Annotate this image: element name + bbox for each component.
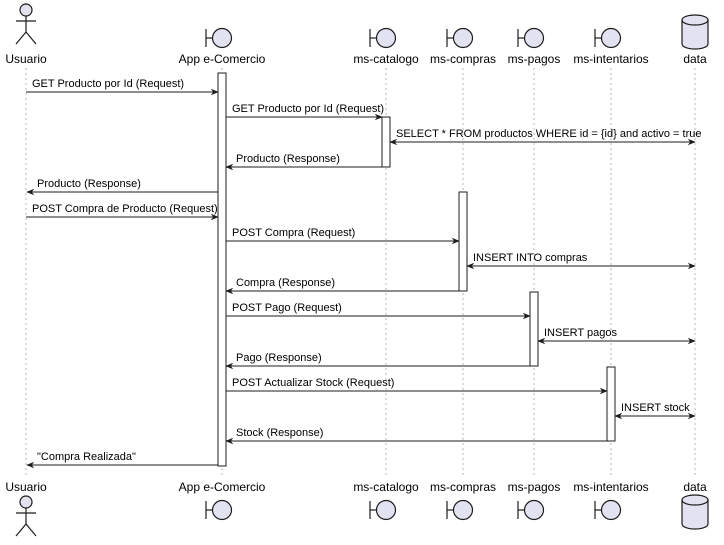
message-14: INSERT stock [614, 402, 696, 420]
message-7: POST Compra (Request) [226, 227, 460, 245]
message-label: Stock (Response) [236, 427, 323, 439]
app-boundary-icon-bottom [205, 499, 233, 521]
message-label: Compra (Response) [236, 277, 335, 289]
participant-label-top-data: data [683, 52, 707, 66]
participant-label-top-app: App e-Comercio [179, 52, 266, 66]
intentarios-boundary-icon-bottom [594, 499, 622, 521]
message-label: Producto (Response) [236, 153, 340, 165]
message-1: GET Producto por Id (Request) [26, 78, 219, 96]
message-5: Producto (Response) [26, 178, 218, 196]
message-label: INSERT INTO compras [473, 252, 588, 264]
message-6: POST Compra de Producto (Request) [26, 203, 219, 221]
participant-label-top-usuario: Usuario [5, 52, 47, 66]
intentarios-boundary-icon-top [594, 27, 622, 49]
data-database-icon-top [681, 14, 709, 50]
message-label: Producto (Response) [37, 178, 141, 190]
message-label: POST Compra de Producto (Request) [32, 203, 218, 215]
message-13: POST Actualizar Stock (Request) [226, 377, 608, 395]
message-label: GET Producto por Id (Request) [32, 78, 184, 90]
activation-bar-pagos [529, 291, 539, 367]
message-10: POST Pago (Request) [226, 302, 531, 320]
message-label: INSERT stock [621, 402, 690, 414]
message-15: Stock (Response) [225, 427, 607, 445]
pagos-boundary-icon-top [517, 27, 545, 49]
compras-boundary-icon-top [446, 27, 474, 49]
message-2: GET Producto por Id (Request) [226, 103, 384, 121]
message-8: INSERT INTO compras [466, 252, 696, 270]
participant-label-bottom-app: App e-Comercio [179, 480, 266, 494]
activation-bar-catalogo [381, 116, 391, 168]
message-11: INSERT pagos [537, 327, 696, 345]
participant-label-bottom-usuario: Usuario [5, 480, 47, 494]
app-boundary-icon-top [205, 27, 233, 49]
message-label: Pago (Response) [236, 352, 322, 364]
message-9: Compra (Response) [225, 277, 459, 295]
participant-label-top-compras: ms-compras [430, 52, 496, 66]
activation-bar-intentarios [606, 366, 616, 442]
message-3: SELECT * FROM productos WHERE id = {id} … [389, 128, 702, 146]
message-label: "Compra Realizada" [37, 451, 136, 463]
message-12: Pago (Response) [225, 352, 530, 370]
usuario-actor-icon-top [15, 3, 37, 45]
activation-bar-compras [458, 191, 468, 292]
participant-label-bottom-catalogo: ms-catalogo [353, 480, 419, 494]
data-database-icon-bottom [681, 494, 709, 530]
message-label: POST Actualizar Stock (Request) [232, 377, 394, 389]
message-4: Producto (Response) [225, 153, 382, 171]
message-label: SELECT * FROM productos WHERE id = {id} … [396, 128, 702, 140]
catalogo-boundary-icon-top [369, 27, 397, 49]
participant-label-bottom-data: data [683, 480, 707, 494]
message-16: "Compra Realizada" [26, 451, 218, 469]
participant-label-top-catalogo: ms-catalogo [353, 52, 419, 66]
pagos-boundary-icon-bottom [517, 499, 545, 521]
participant-label-top-pagos: ms-pagos [508, 52, 561, 66]
participant-label-bottom-compras: ms-compras [430, 480, 496, 494]
participant-label-bottom-intentarios: ms-intentarios [573, 480, 648, 494]
catalogo-boundary-icon-bottom [369, 499, 397, 521]
message-label: POST Pago (Request) [232, 302, 342, 314]
message-label: INSERT pagos [544, 327, 617, 339]
activation-bar-app [217, 72, 227, 467]
participant-label-top-intentarios: ms-intentarios [573, 52, 648, 66]
usuario-actor-icon-bottom [15, 495, 37, 537]
compras-boundary-icon-bottom [446, 499, 474, 521]
message-label: POST Compra (Request) [232, 227, 355, 239]
message-label: GET Producto por Id (Request) [232, 103, 384, 115]
participant-label-bottom-pagos: ms-pagos [508, 480, 561, 494]
